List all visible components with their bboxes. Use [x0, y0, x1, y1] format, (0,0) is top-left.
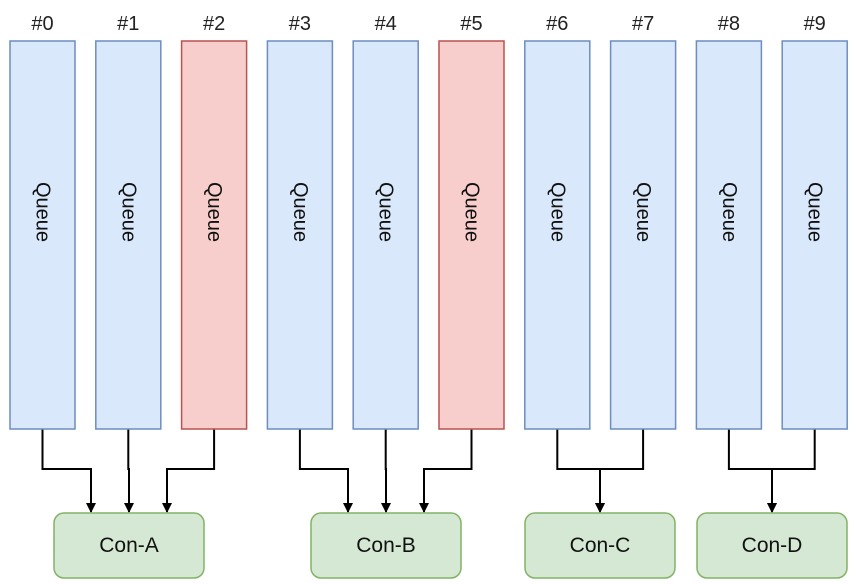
- edge-q0-to-con-a: [41, 429, 96, 513]
- queue-box: [266, 40, 334, 430]
- edge-q8-to-con-d: [727, 429, 777, 513]
- queue-box: [609, 40, 677, 430]
- consumer-label: Con-B: [356, 534, 416, 557]
- queue-text: Queue: [718, 182, 740, 242]
- consumer-label: Con-A: [99, 534, 159, 557]
- queue-index-label: #1: [117, 13, 139, 35]
- queue-text: Queue: [117, 182, 139, 242]
- edge-q9-to-con-d: [767, 429, 816, 513]
- queue-box: [695, 40, 763, 430]
- queue-index-label: #6: [546, 13, 568, 35]
- queue-text: Queue: [461, 182, 483, 242]
- queue-text: Queue: [32, 182, 54, 242]
- queue-box-highlighted: [180, 40, 248, 430]
- queue-box: [352, 40, 419, 430]
- queue-box: [781, 40, 848, 430]
- queue-index-label: #3: [289, 13, 311, 35]
- queue-box-highlighted: [438, 40, 505, 430]
- consumers: Con-A Con-B Con-C Con-D: [53, 512, 848, 579]
- edge-q3-to-con-b: [298, 429, 353, 513]
- queue-index-label: #7: [632, 13, 654, 35]
- consumer-box: [524, 512, 676, 579]
- consumer-con-d: Con-D: [696, 512, 848, 579]
- queue-index-label: #8: [718, 13, 740, 35]
- queue-text: Queue: [632, 182, 654, 242]
- queue-text: Queue: [289, 182, 311, 242]
- queue-index-label: #9: [804, 13, 826, 35]
- edge-q7-to-con-c: [595, 429, 645, 513]
- consumer-box: [53, 512, 205, 579]
- consumer-con-a: Con-A: [53, 512, 205, 579]
- queue-index-label: #4: [375, 13, 397, 35]
- queue-index-label: #5: [460, 13, 482, 35]
- consumer-con-b: Con-B: [310, 512, 462, 579]
- edge-q5-to-con-b: [419, 429, 473, 513]
- consumer-box: [696, 512, 848, 579]
- queue-text: Queue: [203, 182, 225, 242]
- edge-q2-to-con-a: [162, 429, 216, 513]
- queue-box: [95, 40, 162, 430]
- queue-text: Queue: [546, 182, 568, 242]
- queues: #0Queue#1Queue#2Queue#3Queue#4Queue#5Que…: [9, 13, 848, 430]
- queue-text: Queue: [804, 182, 826, 242]
- consumer-label: Con-C: [570, 534, 631, 557]
- consumer-label: Con-D: [742, 534, 803, 557]
- edge-q6-to-con-c: [556, 429, 605, 513]
- consumer-box: [310, 512, 462, 579]
- queue-box: [524, 40, 591, 430]
- edges: [41, 429, 816, 513]
- queue-index-label: #0: [31, 13, 53, 35]
- edge-q1-to-con-a: [124, 429, 134, 513]
- queue-text: Queue: [375, 182, 397, 242]
- queue-box: [9, 40, 76, 430]
- queue-index-label: #2: [203, 13, 225, 35]
- consumer-con-c: Con-C: [524, 512, 676, 579]
